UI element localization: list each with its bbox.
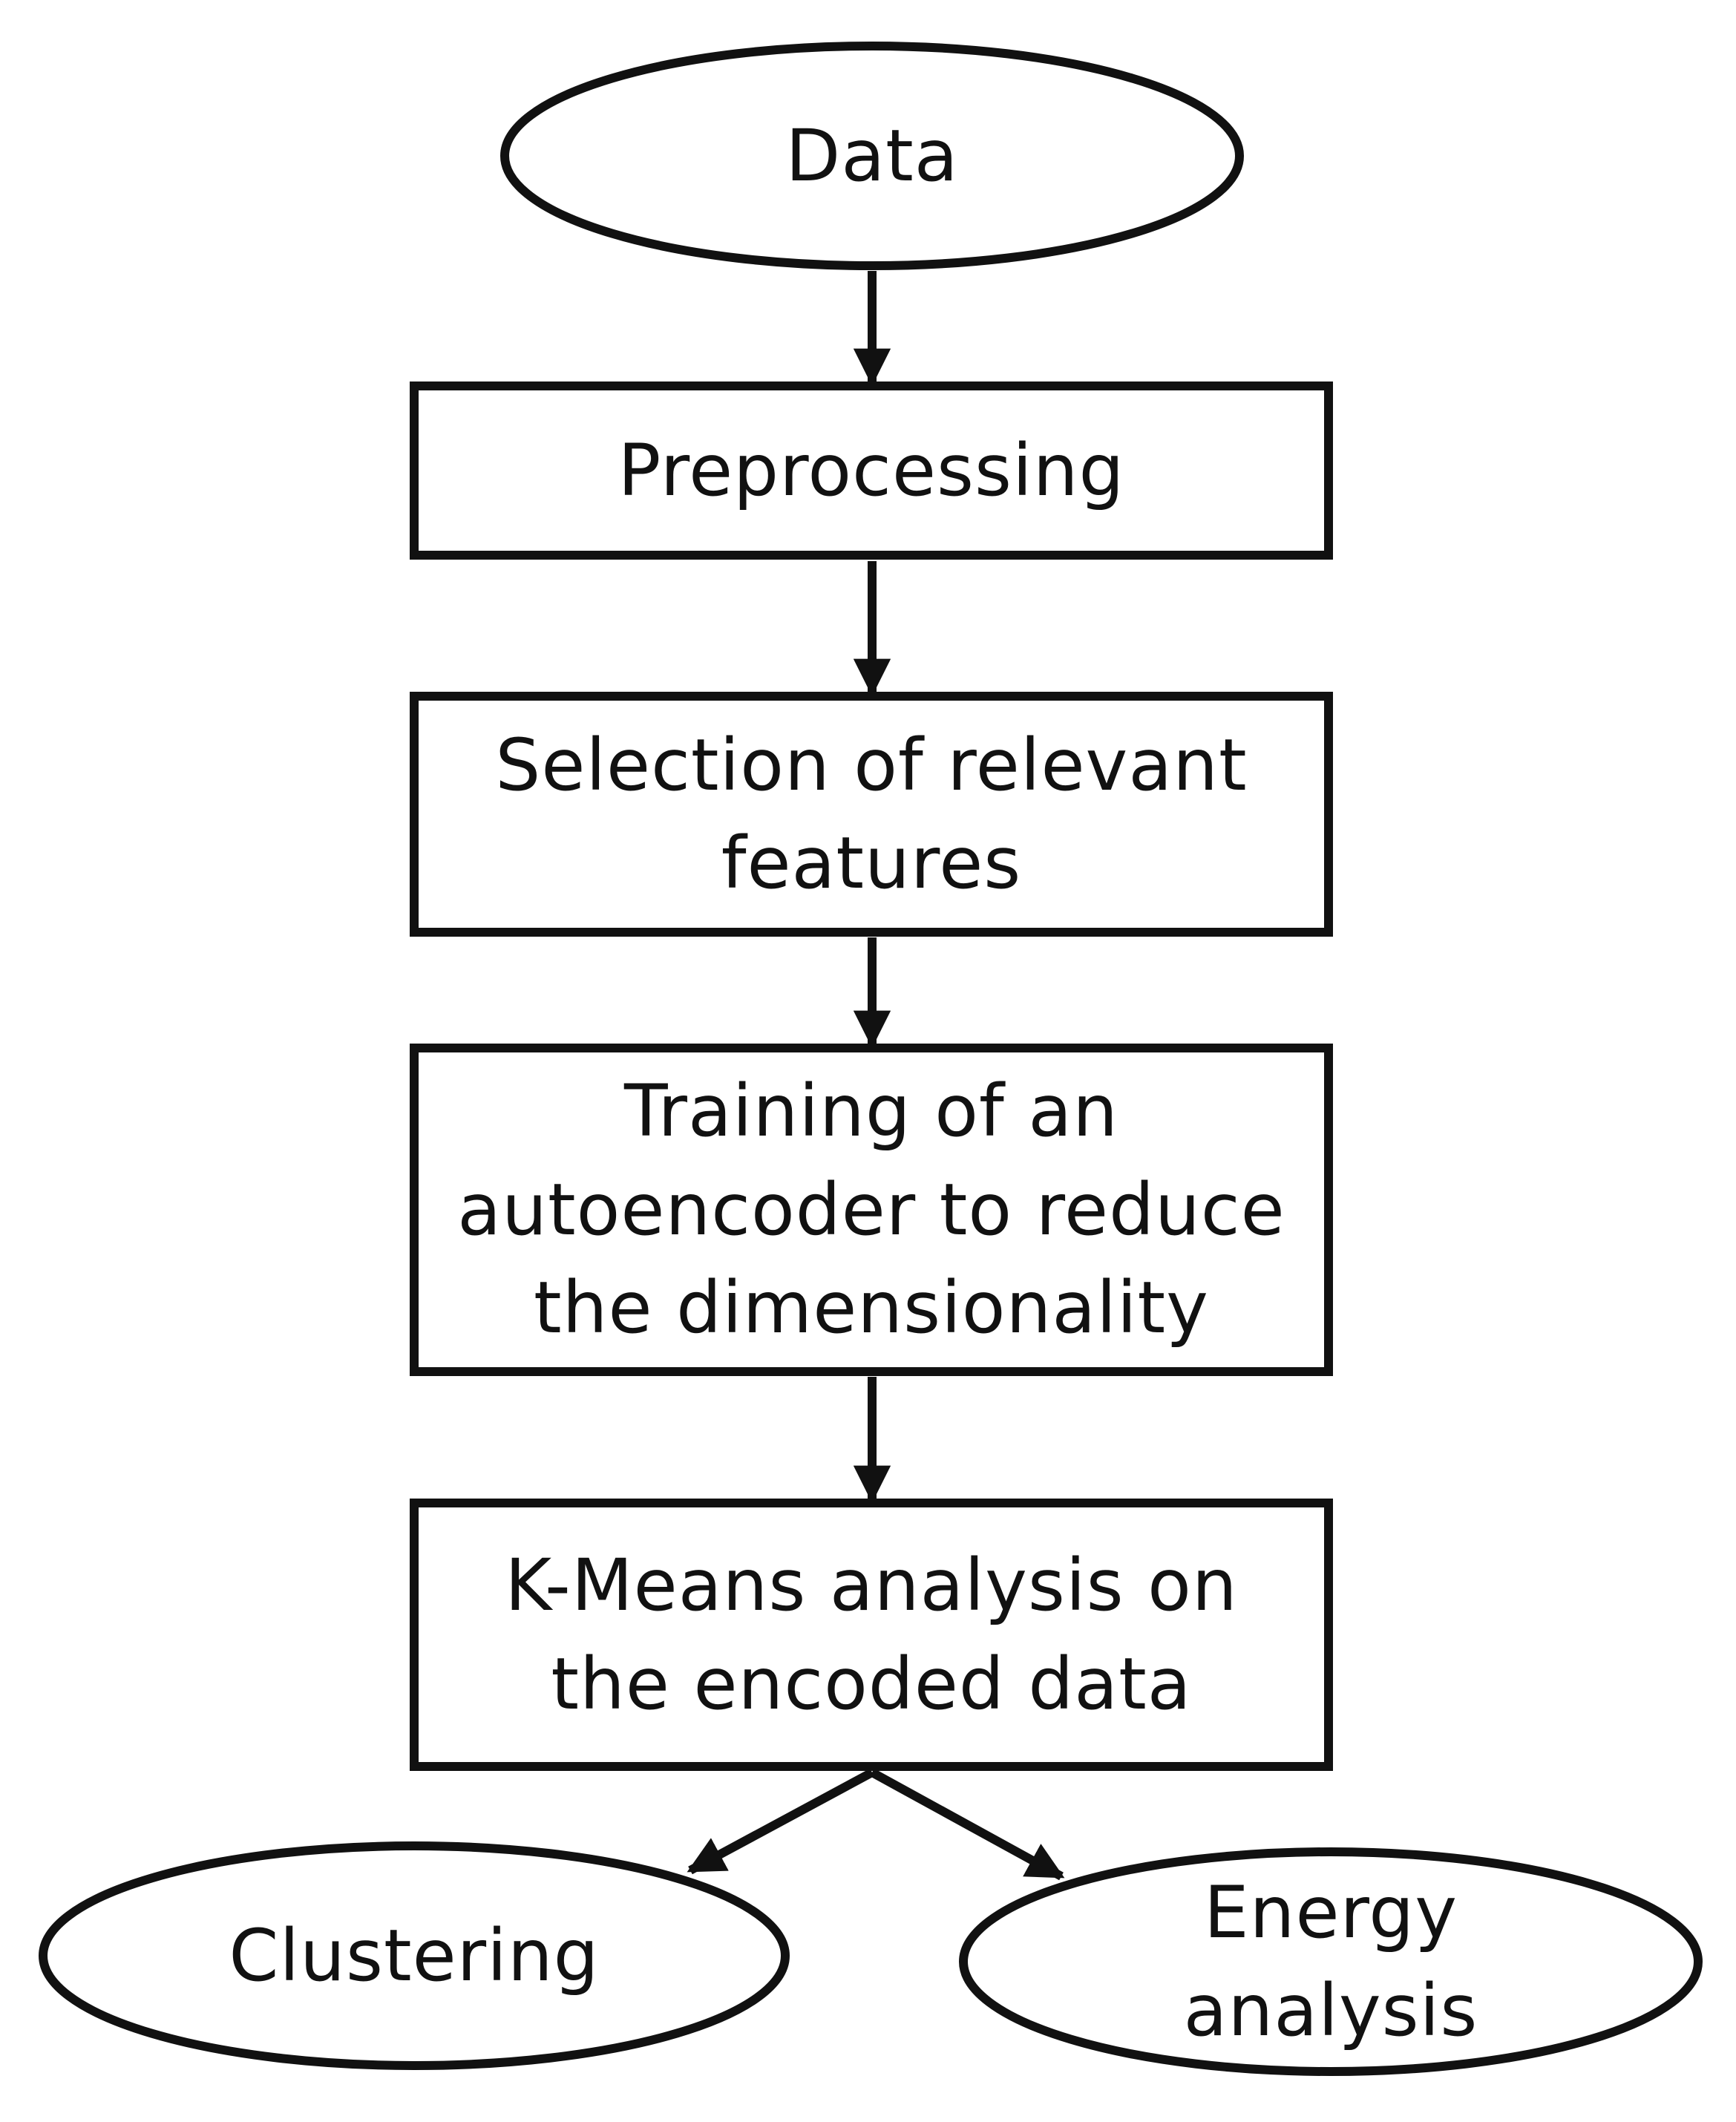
node-selection-rectangle bbox=[410, 692, 1333, 937]
flowchart-shapes bbox=[39, 42, 1703, 2076]
node-selection-label-line: Selection of relevant bbox=[495, 723, 1248, 807]
node-energy-label-line: analysis bbox=[1183, 1969, 1478, 2052]
flowchart-edges bbox=[687, 271, 1065, 1881]
node-data-label-line: Data bbox=[785, 114, 959, 197]
node-training-label: Training of an autoencoder to reduce the d… bbox=[414, 1048, 1329, 1372]
arrow-kmeans-to-clustering bbox=[687, 1768, 874, 1875]
node-clustering-label-line: Clustering bbox=[229, 1913, 600, 1997]
node-energy-label: Energy analysis bbox=[963, 1852, 1698, 2072]
node-kmeans-label-line: K-Means analysis on bbox=[505, 1544, 1238, 1628]
node-selection-label-line: features bbox=[721, 822, 1022, 905]
node-selection-label: Selection of relevant features bbox=[414, 696, 1329, 932]
node-clustering-label: Clustering bbox=[43, 1846, 785, 2066]
node-training-label-line: autoencoder to reduce bbox=[457, 1168, 1285, 1251]
node-preprocessing-label: Preprocessing bbox=[414, 386, 1329, 555]
node-clustering-ellipse bbox=[39, 1841, 790, 2070]
node-data-ellipse bbox=[500, 42, 1244, 270]
node-data-label: Data bbox=[505, 46, 1239, 266]
node-kmeans-label-line: the encoded data bbox=[551, 1642, 1192, 1726]
node-kmeans-label: K-Means analysis on the encoded data bbox=[414, 1503, 1329, 1766]
node-preprocessing-label-line: Preprocessing bbox=[618, 428, 1125, 512]
node-training-label-line: the dimensionality bbox=[534, 1266, 1209, 1350]
node-energy-ellipse bbox=[959, 1847, 1703, 2076]
arrow-kmeans-to-energy bbox=[870, 1768, 1065, 1881]
node-training-rectangle bbox=[410, 1044, 1333, 1376]
node-preprocessing-rectangle bbox=[410, 381, 1333, 560]
node-training-label-line: Training of an bbox=[623, 1070, 1118, 1153]
node-kmeans-rectangle bbox=[410, 1499, 1333, 1771]
node-energy-label-line: Energy bbox=[1203, 1870, 1458, 1954]
